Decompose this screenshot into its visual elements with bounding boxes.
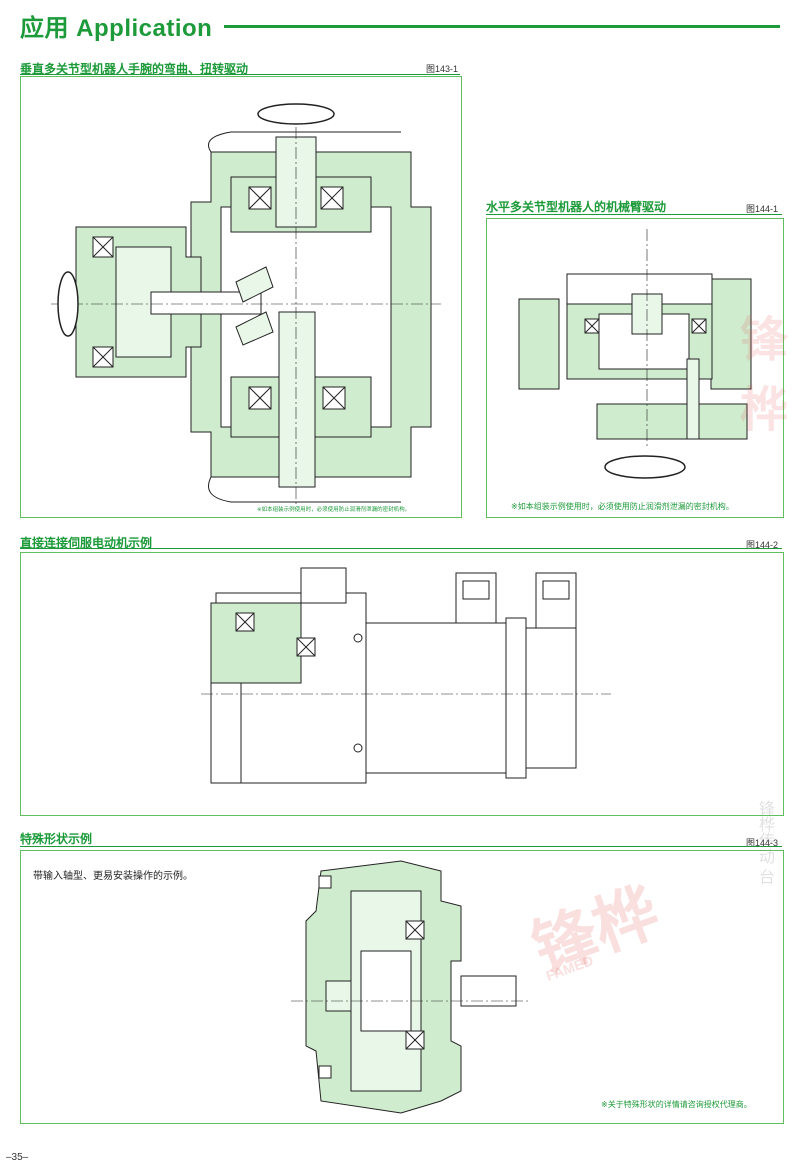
special-shape-description: 带输入轴型、更易安装操作的示例。: [33, 871, 193, 882]
figure-panel-144-2: [20, 552, 784, 816]
section-underline: [20, 846, 782, 847]
header-rule: [224, 25, 780, 28]
figure-panel-144-1: ※如本组装示例使用时，必须使用防止润滑剂泄漏的密封机构。: [486, 218, 784, 518]
section-underline: [20, 548, 782, 549]
figure-panel-143-1: ※如本组装示例使用时，必须使用防止润滑剂泄漏的密封机构。: [20, 76, 462, 518]
special-shape-drawing: [291, 860, 531, 1114]
page-number: –35–: [6, 1152, 29, 1163]
figure-label-144-3: 图144-3: [746, 838, 779, 848]
figure-label-144-1: 图144-1: [746, 204, 779, 214]
section-underline: [486, 214, 782, 215]
figure-note-143-1: ※如本组装示例使用时，必须使用防止润滑剂泄漏的密封机构。: [257, 507, 411, 513]
figure-label-144-2: 图144-2: [746, 540, 779, 550]
section-title-servo-motor: 直接连接伺服电动机示例: [20, 536, 153, 550]
section-title-scara-arm: 水平多关节型机器人的机械臂驱动: [486, 200, 667, 214]
page-title: 应用 Application: [20, 15, 213, 42]
section-title-wrist-drive: 垂直多关节型机器人手腕的弯曲、扭转驱动: [20, 62, 249, 76]
wrist-drive-drawing: [51, 103, 441, 507]
figure-note-144-1: ※如本组装示例使用时，必须使用防止润滑剂泄漏的密封机构。: [511, 502, 734, 511]
section-title-special-shape: 特殊形状示例: [20, 832, 93, 846]
section-underline: [20, 74, 460, 75]
figure-panel-144-3: 带输入轴型、更易安装操作的示例。 ※关于特殊形状的详情请咨询授权代理商。: [20, 850, 784, 1124]
figure-label-143-1: 图143-1: [426, 64, 459, 74]
scara-arm-drawing: [518, 229, 752, 479]
servo-motor-drawing: [201, 567, 611, 784]
figure-note-144-3: ※关于特殊形状的详情请咨询授权代理商。: [601, 1100, 752, 1109]
